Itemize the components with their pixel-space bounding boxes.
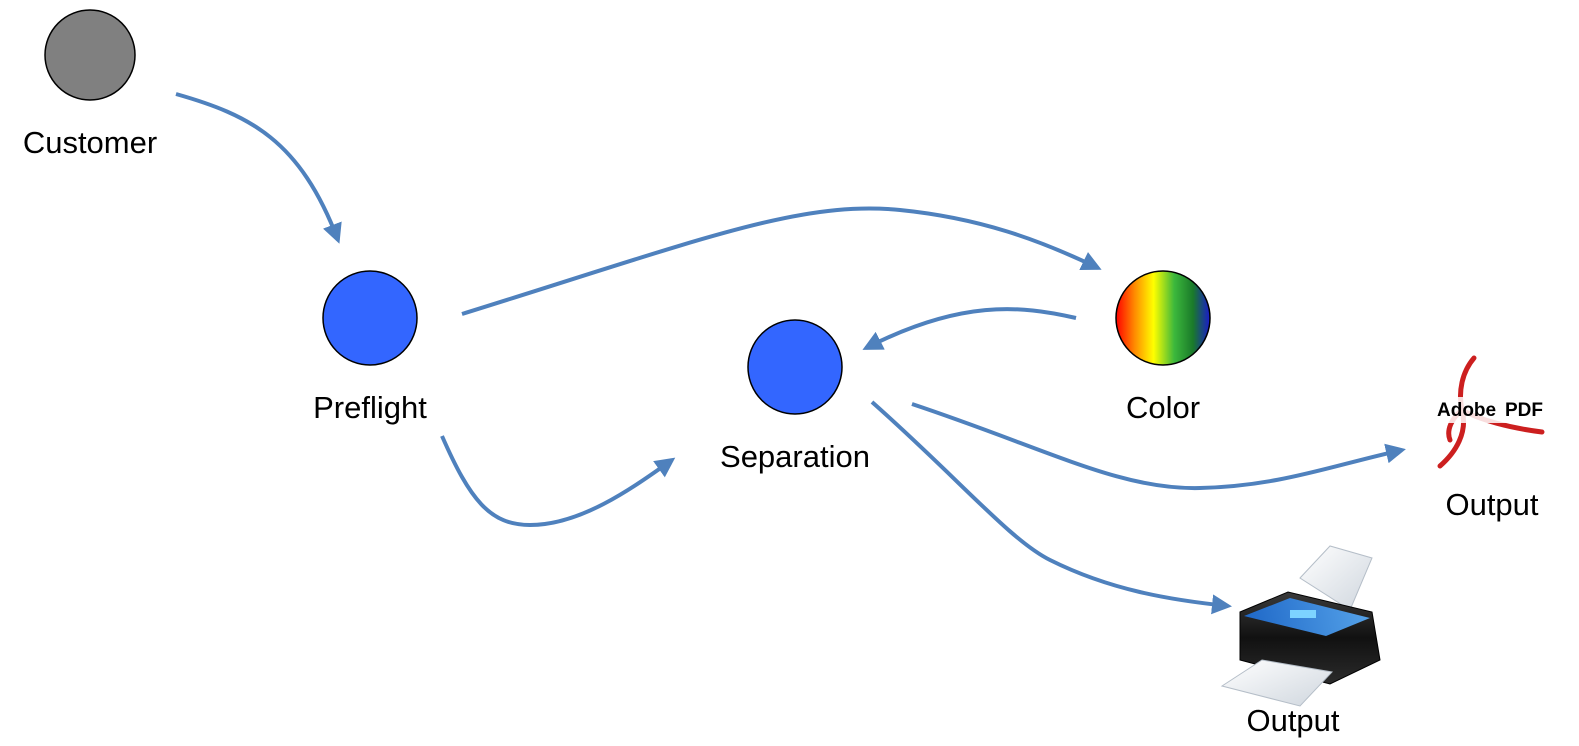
edge-customer-to-preflight — [175, 92, 342, 244]
edge-preflight-to-separation — [440, 435, 676, 528]
spectrum-circle-icon — [1115, 270, 1211, 366]
pdf-logo-left: Adobe — [1437, 400, 1496, 421]
adobe-pdf-icon: Adobe PDF — [1436, 355, 1545, 469]
edge-separation-to-pdf-output — [911, 402, 1406, 491]
preflight-label: Preflight — [313, 390, 427, 425]
edge-separation-to-printer-output — [870, 400, 1232, 615]
node-printer-output: Output — [1220, 545, 1381, 738]
edge-color-to-separation — [862, 307, 1077, 350]
node-color: Color — [1115, 270, 1211, 425]
pdf-output-label: Output — [1445, 487, 1538, 522]
separation-circle-icon — [747, 319, 843, 415]
node-separation: Separation — [720, 319, 870, 474]
node-preflight: Preflight — [313, 270, 427, 425]
preflight-circle-icon — [322, 270, 418, 366]
pdf-logo-right: PDF — [1505, 400, 1543, 421]
printer-icon — [1220, 545, 1381, 707]
printer-output-label: Output — [1246, 703, 1339, 738]
color-label: Color — [1126, 390, 1200, 425]
separation-label: Separation — [720, 439, 870, 474]
node-customer: Customer — [23, 9, 157, 160]
customer-label: Customer — [23, 125, 157, 160]
node-pdf-output: Adobe PDF Output — [1436, 355, 1545, 522]
edge-preflight-to-color — [461, 206, 1102, 316]
customer-circle-icon — [44, 9, 136, 101]
